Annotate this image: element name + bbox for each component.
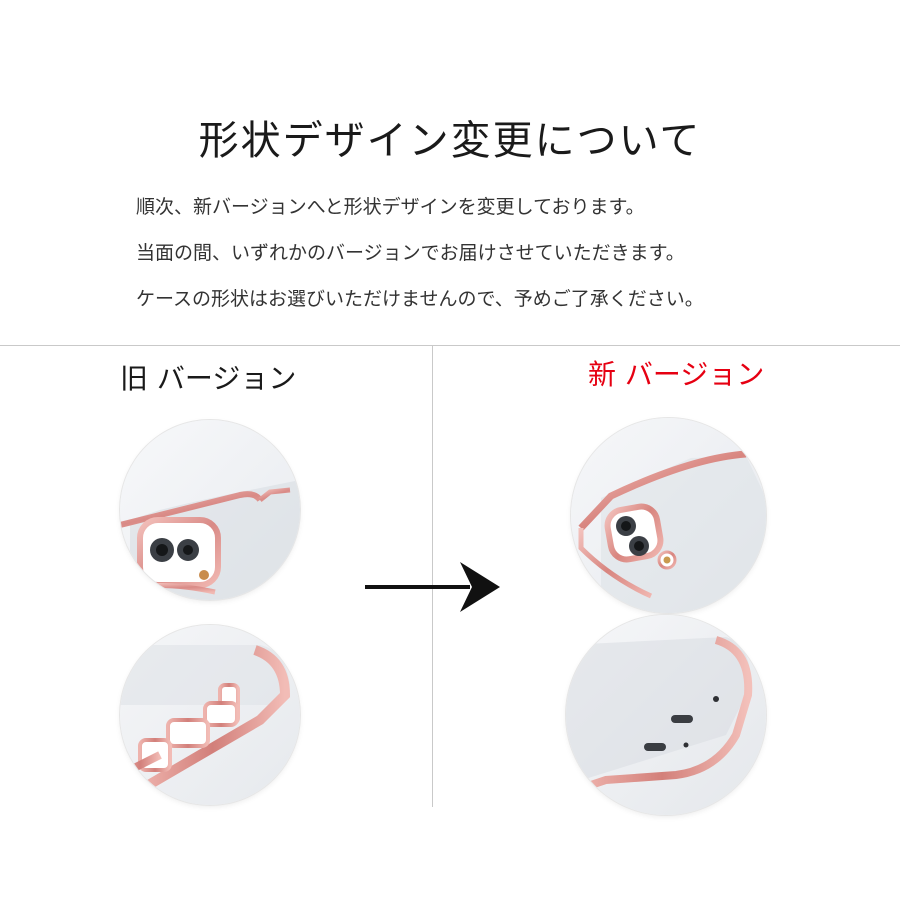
horizontal-divider xyxy=(0,345,900,346)
notice-line-1: 順次、新バージョンへと形状デザインを変更しております。 xyxy=(136,196,645,218)
new-camera-closeup-image xyxy=(571,418,766,613)
new-ports-closeup-image xyxy=(566,615,766,815)
notice-line-3: ケースの形状はお選びいただけませんので、予めご了承ください。 xyxy=(136,288,704,310)
new-version-label: 新 バージョン xyxy=(588,358,765,391)
vertical-divider xyxy=(432,345,433,807)
old-version-label: 旧 バージョン xyxy=(120,362,297,395)
notice-line-2: 当面の間、いずれかのバージョンでお届けさせていただきます。 xyxy=(136,242,685,264)
old-camera-closeup-image xyxy=(120,420,300,600)
arrow-right-icon xyxy=(365,562,500,612)
old-ports-closeup-image xyxy=(120,625,300,805)
page-title: 形状デザイン変更について xyxy=(198,118,702,164)
notice-body: 順次、新バージョンへと形状デザインを変更しております。 当面の間、いずれかのバー… xyxy=(136,192,704,330)
